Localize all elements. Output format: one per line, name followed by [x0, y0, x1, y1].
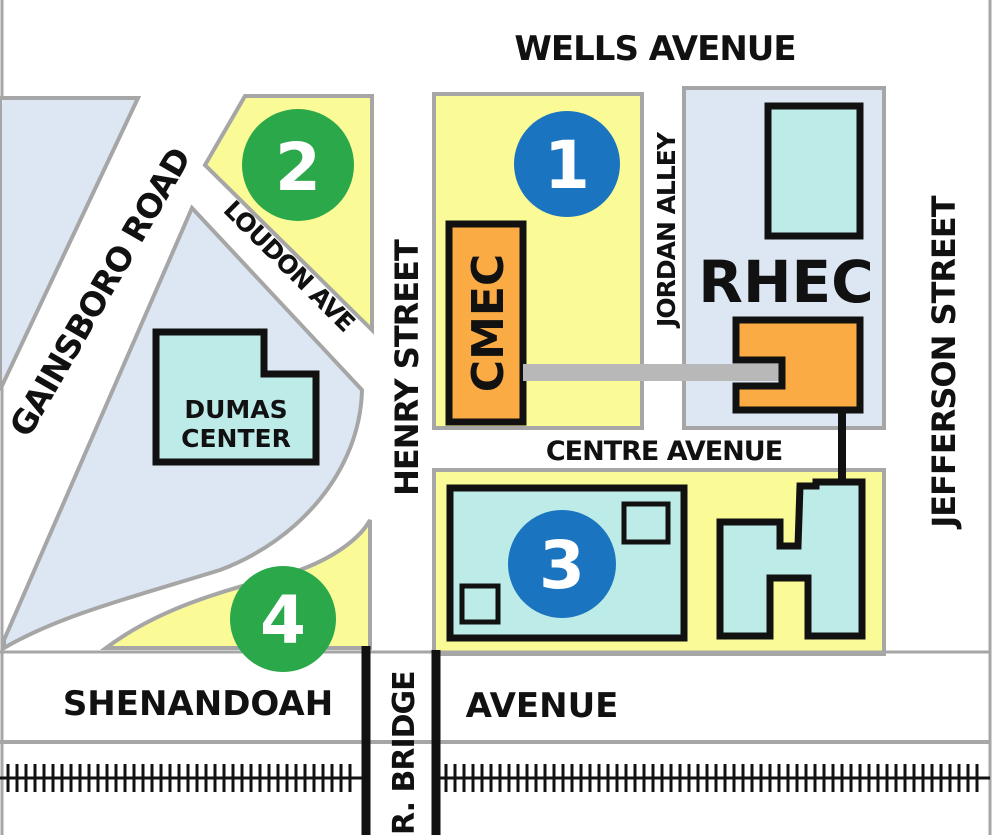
lot-3-building-east[interactable]	[716, 478, 866, 640]
street-bridge: R. BRIDGE	[387, 671, 422, 835]
marker-4-label: 4	[260, 582, 306, 659]
cmec-building[interactable]	[445, 220, 527, 426]
marker-1-circle	[514, 111, 620, 217]
street-henry-street: HENRY STREET	[388, 239, 426, 496]
rhec-orange-wing[interactable]	[732, 316, 864, 414]
dumas-label-line2: CENTER	[181, 424, 291, 453]
street-jordan-alley: JORDAN ALLEY	[652, 131, 681, 329]
rhec-tower[interactable]	[764, 102, 864, 240]
lot-3-annex-sw	[459, 583, 501, 625]
dumas-label-line1: DUMAS	[184, 395, 287, 424]
marker-3[interactable]: 3	[508, 510, 616, 618]
street-jefferson-street: JEFFERSON STREET	[925, 195, 963, 529]
marker-2-circle	[242, 109, 354, 221]
marker-1-label: 1	[544, 127, 590, 204]
street-centre-avenue: CENTRE AVENUE	[546, 436, 782, 467]
marker-1[interactable]: 1	[514, 111, 620, 217]
skybridge-connector	[523, 364, 785, 381]
marker-4-circle	[230, 566, 336, 672]
marker-3-label: 3	[539, 527, 585, 604]
marker-4[interactable]: 4	[230, 566, 336, 672]
dumas-center-building[interactable]	[152, 328, 320, 466]
rhec-label: RHEC	[698, 248, 873, 316]
cmec-label: CMEC	[463, 254, 514, 392]
marker-3-circle	[508, 510, 616, 618]
marker-2-label: 2	[275, 129, 321, 206]
lot-3-annex-ne	[621, 501, 671, 545]
left-block	[0, 96, 142, 391]
street-avenue: AVENUE	[466, 686, 619, 726]
marker-2[interactable]: 2	[242, 109, 354, 221]
street-shenandoah: SHENANDOAH	[63, 684, 333, 724]
street-wells-avenue: WELLS AVENUE	[514, 29, 795, 69]
railroad-tracks	[0, 764, 990, 792]
